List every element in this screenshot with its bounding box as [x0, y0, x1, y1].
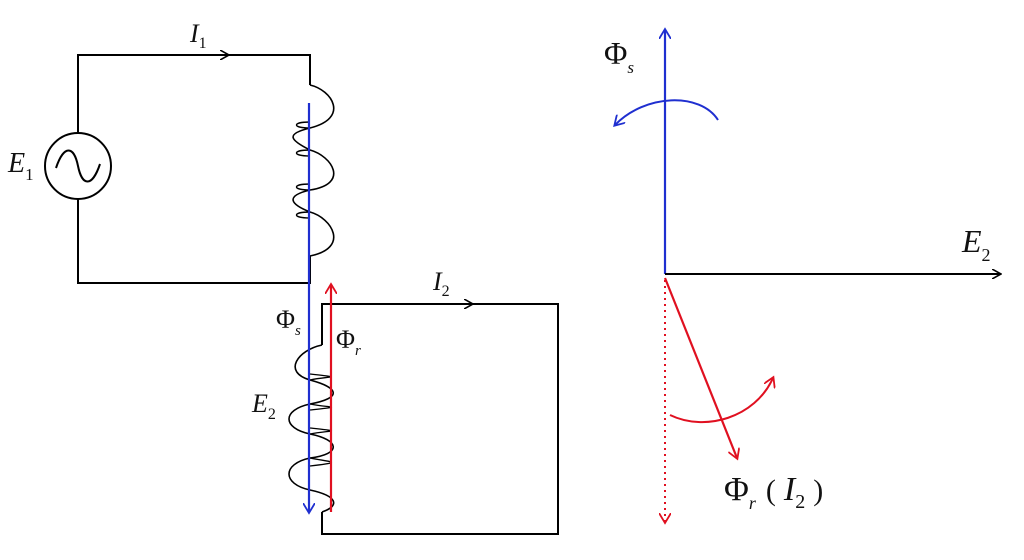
- label-phasor-e2-sub: 2: [982, 245, 991, 265]
- phasor-phi-r-vector: [663, 277, 737, 458]
- label-i1-symbol: I: [189, 19, 200, 48]
- phasor-rotation-arc-blue: [615, 99, 719, 125]
- secondary-wire: [321, 303, 559, 535]
- label-e2-circuit-sub: 2: [268, 406, 276, 423]
- label-phasor-phi-r: Φr (I2): [724, 471, 823, 513]
- label-phasor-phi-s-sub: s: [627, 58, 634, 77]
- label-phasor-phi-r-inner: I: [783, 471, 797, 508]
- label-flux-r-circuit-symbol: Φ: [336, 325, 355, 354]
- phasor-rotation-arc-red: [669, 378, 773, 424]
- secondary-coil-loops: [309, 373, 333, 467]
- label-i2-symbol: I: [432, 267, 443, 296]
- label-flux-s-circuit-sub: s: [295, 323, 301, 339]
- label-e1-sub: 1: [25, 165, 34, 184]
- label-i2-sub: 2: [442, 283, 450, 300]
- label-phasor-phi-r-close: ): [813, 474, 823, 507]
- label-phasor-phi-r-open: (: [766, 474, 776, 507]
- label-i2: I2: [432, 267, 450, 300]
- phasor-diagram: [615, 30, 1000, 522]
- label-phasor-e2-symbol: E: [961, 223, 982, 259]
- primary-wire-bottom: [77, 199, 311, 284]
- label-flux-r-circuit: Φr: [336, 325, 361, 359]
- label-e1: E1: [7, 148, 34, 184]
- label-flux-s-circuit: Φs: [276, 305, 301, 339]
- label-phasor-phi-r-symbol: Φ: [724, 471, 749, 508]
- primary-wire: [77, 54, 311, 133]
- label-e2-circuit-symbol: E: [251, 389, 268, 418]
- primary-coil-loops: [295, 121, 311, 219]
- label-i1-sub: 1: [199, 35, 207, 52]
- label-phasor-e2: E2: [961, 223, 991, 265]
- ac-source-icon: [44, 132, 112, 200]
- label-phasor-phi-s: Φs: [604, 35, 634, 77]
- primary-coil: [292, 84, 335, 257]
- label-e2-circuit: E2: [251, 389, 276, 423]
- label-e1-symbol: E: [7, 148, 25, 179]
- label-i1: I1: [189, 19, 207, 52]
- primary-circuit: [44, 54, 335, 284]
- label-flux-r-circuit-sub: r: [355, 343, 361, 359]
- label-phasor-phi-r-inner-sub: 2: [795, 491, 805, 513]
- label-phasor-phi-r-sub: r: [749, 493, 757, 513]
- label-flux-s-circuit-symbol: Φ: [276, 305, 295, 334]
- label-phasor-phi-s-symbol: Φ: [604, 35, 627, 71]
- secondary-circuit: [288, 303, 559, 535]
